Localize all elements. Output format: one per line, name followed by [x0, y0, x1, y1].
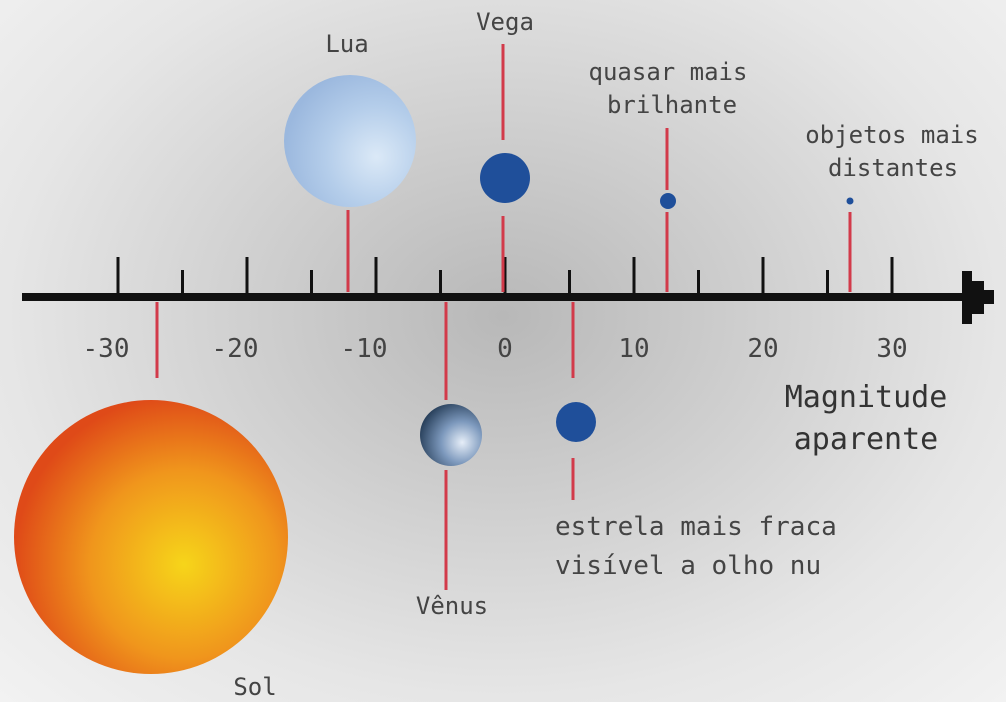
label-quasar-line2: brilhante [607, 91, 737, 119]
label-quasar-line1: quasar mais [589, 58, 748, 86]
axis-tick-label: 10 [618, 334, 649, 364]
sun-icon [14, 400, 288, 674]
venus-icon [420, 404, 482, 466]
vega-icon [480, 153, 530, 203]
axis-tick-labels: -30 -20 -10 0 10 20 30 [83, 334, 908, 364]
distant-objects-icon [846, 197, 854, 205]
axis-tick-label: -10 [341, 334, 388, 364]
axis-tick-label: 0 [497, 334, 513, 364]
label-sun: Sol [233, 673, 276, 701]
axis-arrow-icon [962, 271, 994, 324]
label-faintest-line2: visível a olho nu [555, 551, 821, 581]
axis-title-line1: Magnitude [785, 380, 948, 415]
axis-tick-label: 30 [876, 334, 907, 364]
moon-icon [284, 75, 416, 207]
axis-tick-label: 20 [747, 334, 778, 364]
label-faintest-line1: estrela mais fraca [555, 512, 837, 542]
axis-title-line2: aparente [794, 422, 939, 457]
faintest-star-icon [556, 402, 596, 442]
quasar-icon [660, 193, 676, 209]
label-vega: Vega [476, 8, 534, 36]
label-moon: Lua [325, 30, 368, 58]
label-distant-line2: distantes [828, 154, 958, 182]
label-distant-line1: objetos mais [805, 121, 978, 149]
axis-tick-label: -20 [212, 334, 259, 364]
label-venus: Vênus [416, 592, 488, 620]
axis-tick-label: -30 [83, 334, 130, 364]
axis-ticks [116, 257, 894, 297]
